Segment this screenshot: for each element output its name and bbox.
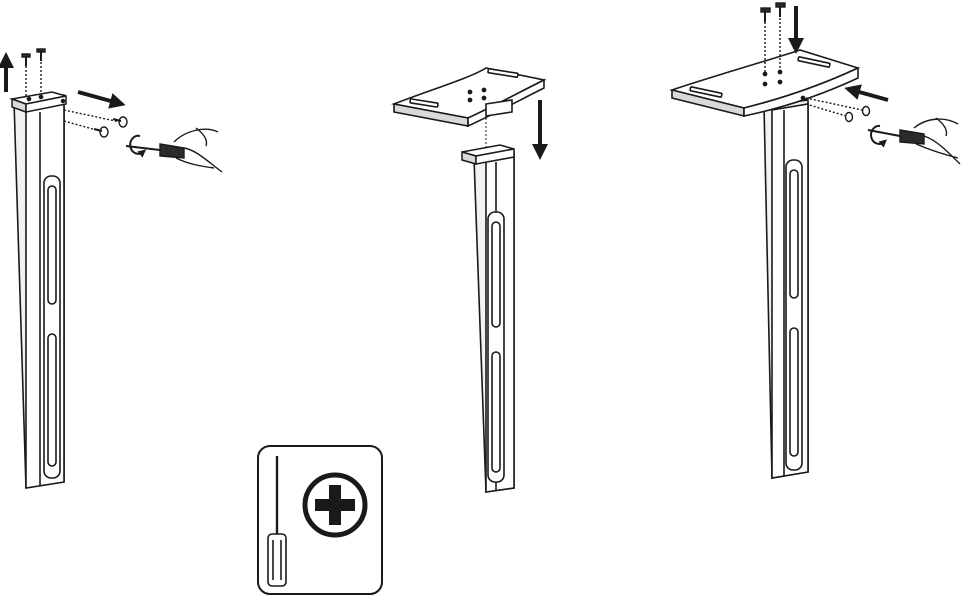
top-bracket-step-1 (9, 91, 67, 114)
screwdriver-hand-step-3 (867, 117, 961, 165)
side-screws-step-1 (63, 109, 128, 138)
step-3-group (669, 2, 961, 479)
pole-step-3 (763, 99, 809, 479)
step-2-group (391, 67, 548, 493)
step-1-group (0, 48, 223, 489)
top-screws-step-1 (21, 48, 46, 96)
pole-step-2 (473, 151, 515, 493)
phillips-cross-icon (302, 472, 368, 538)
top-bracket-step-2 (461, 144, 515, 165)
top-screws-step-3 (760, 2, 786, 72)
shelf-plate-step-2 (391, 67, 547, 128)
shelf-plate-step-3 (669, 49, 861, 118)
side-screws-step-3 (805, 97, 871, 123)
rotate-icon-step-3 (870, 124, 887, 148)
tool-badge (257, 445, 383, 595)
screwdriver-icon (267, 456, 287, 587)
right-arrow-step-1 (77, 90, 126, 109)
rotate-icon-step-1 (129, 134, 147, 158)
screwdriver-hand-step-1 (125, 127, 223, 173)
left-arrow-step-3 (844, 84, 889, 102)
pole-step-1 (13, 94, 65, 489)
